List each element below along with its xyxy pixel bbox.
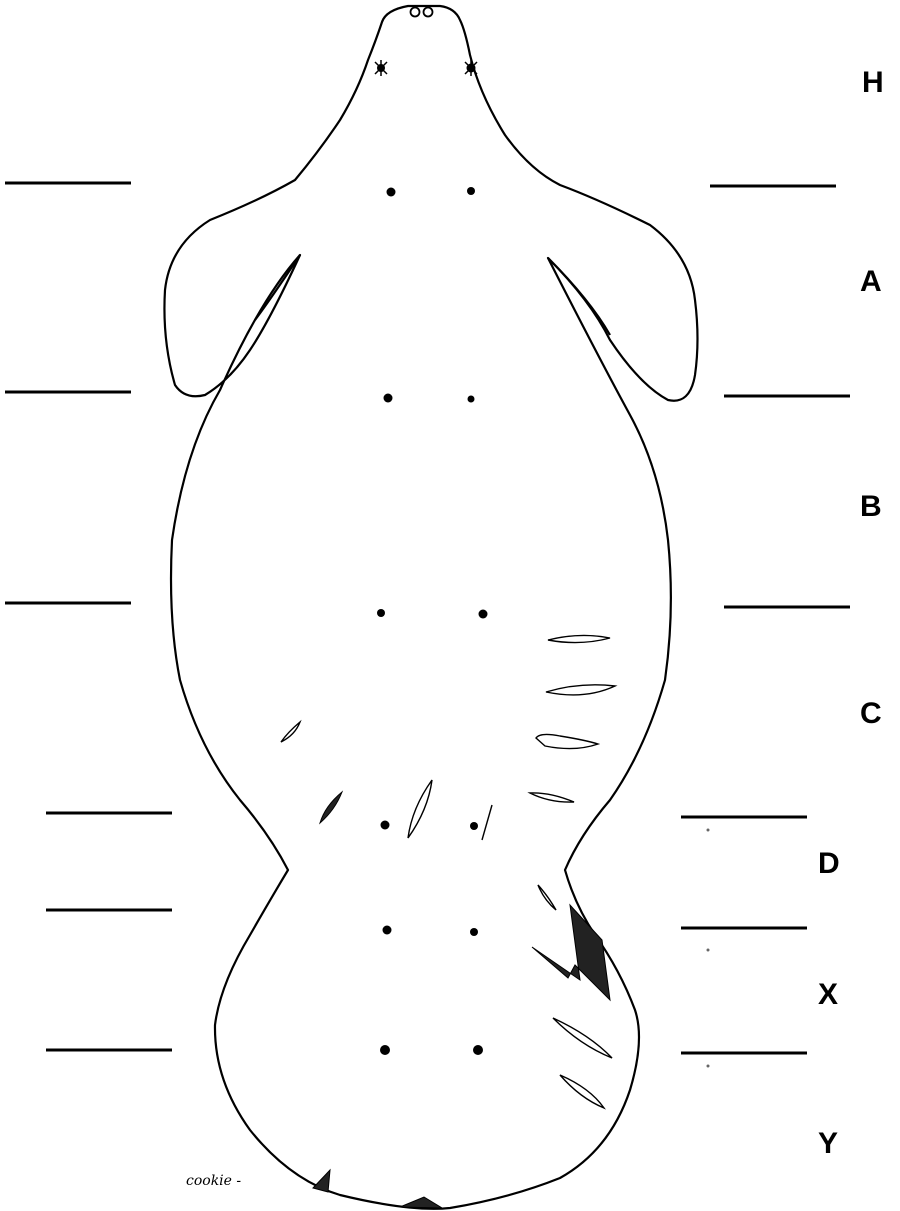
speck <box>707 829 710 832</box>
reference-dot <box>473 1045 483 1055</box>
left-nostril-icon <box>411 8 420 17</box>
zone-label-b: B <box>860 490 882 523</box>
reference-dot <box>377 609 385 617</box>
handwritten-note: cookie - <box>186 1173 241 1189</box>
reference-dot <box>383 926 392 935</box>
reference-dot <box>479 610 488 619</box>
tail-notch <box>400 1197 442 1208</box>
scar-mark <box>548 635 610 642</box>
reference-dot <box>470 928 478 936</box>
scar-mark <box>281 722 300 742</box>
zone-label-c: C <box>860 697 882 730</box>
speck <box>707 949 710 952</box>
zone-label-y: Y <box>818 1127 838 1160</box>
scar-mark <box>560 1075 604 1108</box>
scar-mark <box>482 805 492 840</box>
scar-mark <box>538 885 556 910</box>
scar-mark <box>553 1018 612 1058</box>
scar-mark <box>546 685 615 695</box>
reference-dot <box>467 187 475 195</box>
reference-dot <box>468 396 475 403</box>
reference-dots <box>377 187 488 1055</box>
reference-dot <box>381 821 390 830</box>
reference-dot <box>380 1045 390 1055</box>
reference-dot <box>387 188 396 197</box>
zone-label-a: A <box>860 265 882 298</box>
tail-notch <box>313 1170 330 1192</box>
reference-dot <box>384 394 393 403</box>
scar-mark <box>408 780 432 838</box>
left-eye-icon <box>375 60 387 76</box>
speck <box>707 1065 710 1068</box>
scar-mark <box>532 905 610 1000</box>
left-flipper-crease <box>255 255 300 320</box>
reference-dot <box>470 822 478 830</box>
scar-mark <box>320 792 342 823</box>
zone-label-x: X <box>818 978 838 1011</box>
zone-label-d: D <box>818 847 840 880</box>
manatee-body-outline <box>164 6 697 1209</box>
scar-mark <box>536 734 598 748</box>
right-nostril-icon <box>424 8 433 17</box>
scar-marks <box>281 635 615 1208</box>
scar-mark <box>530 793 574 802</box>
zone-label-h: H <box>862 66 884 99</box>
